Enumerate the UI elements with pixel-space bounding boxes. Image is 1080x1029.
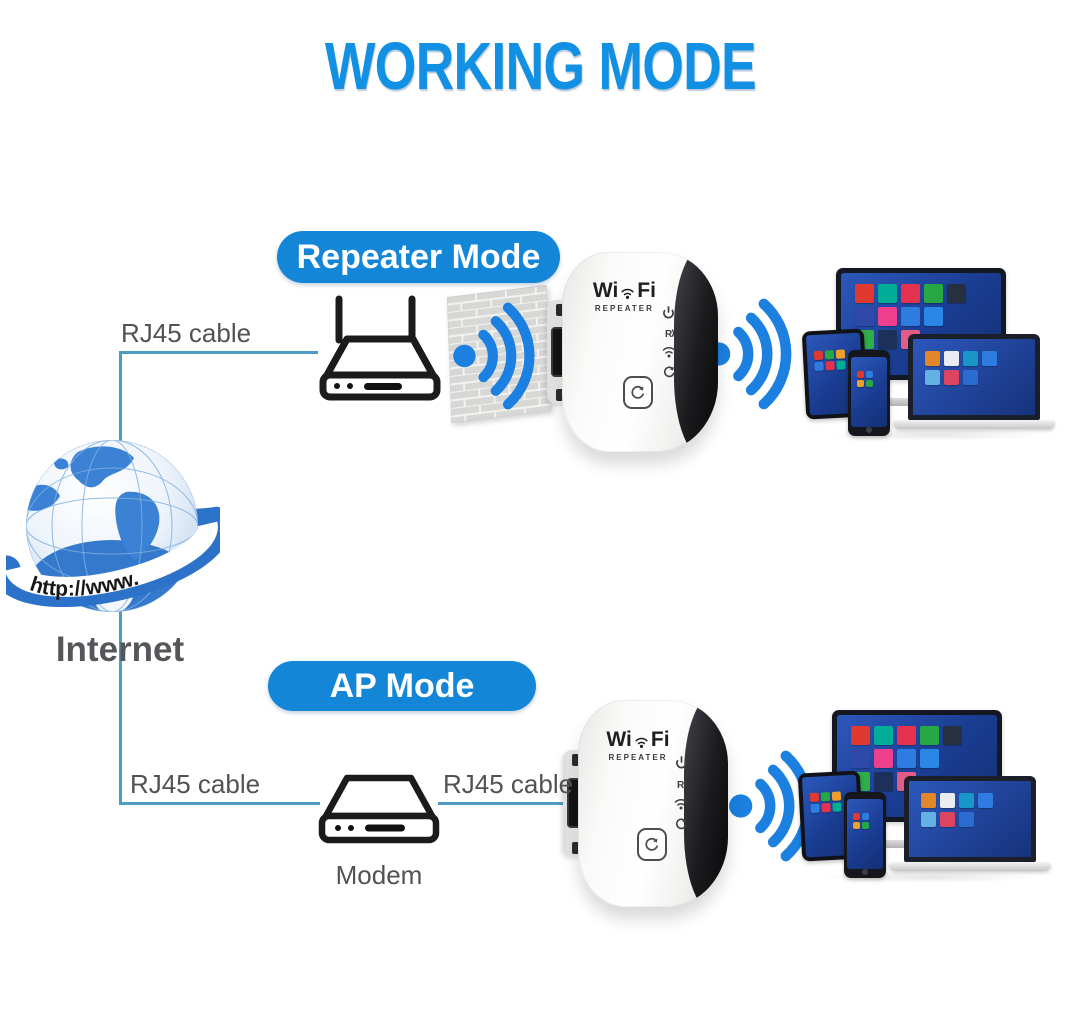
wps-icon bbox=[631, 385, 645, 399]
power-icon bbox=[675, 756, 687, 769]
phone-app-tiles bbox=[857, 371, 873, 389]
phone-home-button bbox=[862, 869, 868, 875]
phone-device bbox=[848, 350, 890, 436]
svg-text:R: R bbox=[677, 780, 685, 790]
brand-fi: Fi bbox=[650, 727, 670, 751]
device-subbrand: REPEATER bbox=[608, 752, 668, 762]
laptop-device bbox=[889, 776, 1051, 871]
side-slot bbox=[556, 304, 563, 317]
laptop-app-tiles bbox=[925, 351, 997, 389]
laptop-device bbox=[893, 334, 1055, 429]
wifi-led-icon bbox=[662, 347, 676, 358]
wifi-signal-icon-wall bbox=[453, 302, 535, 410]
device-brand: Wi Fi bbox=[593, 729, 683, 750]
client-devices-top bbox=[801, 258, 1064, 441]
page-title-wrap: WORKING MODE bbox=[0, 28, 1080, 105]
device-black-band bbox=[684, 700, 728, 907]
lan-led-icon bbox=[676, 818, 687, 830]
tablet-app-tiles bbox=[813, 349, 846, 373]
device-led-column: R bbox=[662, 306, 676, 378]
repeater-device-bottom: Wi Fi REPEATER bbox=[563, 700, 728, 907]
rj45-cable-label-bottom-right: RJ45 cable bbox=[443, 769, 574, 799]
wifi-logo-icon bbox=[621, 288, 634, 299]
laptop-base bbox=[893, 420, 1055, 429]
modem-label: Modem bbox=[335, 860, 423, 890]
cable-line-bottom-right bbox=[438, 802, 585, 805]
svg-text:R: R bbox=[665, 329, 673, 339]
laptop-screen bbox=[904, 776, 1036, 862]
side-slot bbox=[556, 388, 563, 401]
page-title: WORKING MODE bbox=[324, 29, 756, 104]
device-led-column: R bbox=[674, 756, 688, 831]
wps-icon bbox=[645, 838, 658, 851]
wifi-signal-icon-top bbox=[707, 298, 792, 410]
phone-screen bbox=[847, 799, 883, 869]
rj45-cable-label-bottom-left: RJ45 cable bbox=[130, 769, 261, 799]
laptop-base bbox=[889, 862, 1051, 871]
internet-label: Internet bbox=[55, 630, 185, 669]
phone-screen bbox=[851, 357, 887, 427]
rj45-cable-label-top: RJ45 cable bbox=[121, 318, 252, 348]
device-brand: Wi Fi bbox=[578, 280, 672, 301]
modem-icon bbox=[318, 774, 440, 844]
ap-mode-label: AP Mode bbox=[329, 666, 475, 705]
lan-led-icon bbox=[663, 366, 675, 378]
device-face: Wi Fi REPEATER bbox=[578, 280, 672, 313]
phone-home-button bbox=[866, 427, 872, 433]
client-devices-bottom bbox=[797, 700, 1060, 883]
ap-mode-badge: AP Mode bbox=[268, 661, 536, 711]
brand-wi: Wi bbox=[606, 727, 632, 751]
router-icon bbox=[319, 295, 441, 401]
cable-line-top bbox=[119, 351, 318, 354]
wps-button bbox=[636, 828, 667, 862]
repeater-led-icon: R bbox=[677, 780, 687, 790]
laptop-screen bbox=[908, 334, 1040, 420]
brand-wi: Wi bbox=[592, 279, 619, 302]
device-body: Wi Fi REPEATER bbox=[578, 700, 728, 907]
device-body: Wi Fi REPEATER bbox=[562, 252, 718, 452]
laptop-app-tiles bbox=[921, 793, 993, 831]
device-subbrand: REPEATER bbox=[594, 304, 654, 313]
repeater-device-top: Wi Fi REPEATER bbox=[547, 252, 718, 452]
wps-button bbox=[622, 376, 653, 409]
side-slot bbox=[572, 842, 579, 855]
tablet-app-tiles bbox=[809, 791, 842, 815]
repeater-led-icon: R bbox=[665, 329, 675, 339]
wifi-led-icon bbox=[674, 798, 688, 810]
brand-fi: Fi bbox=[637, 279, 656, 302]
wifi-logo-icon bbox=[635, 737, 648, 748]
device-face: Wi Fi REPEATER bbox=[593, 729, 683, 762]
cable-line-bottom-left bbox=[119, 802, 320, 805]
wifi-signal-icon-bottom bbox=[729, 750, 814, 862]
globe-icon: http://www. bbox=[6, 440, 220, 615]
side-slot bbox=[572, 753, 579, 766]
phone-device bbox=[844, 792, 886, 878]
device-black-band bbox=[674, 252, 718, 452]
repeater-mode-badge: Repeater Mode bbox=[277, 231, 560, 283]
power-icon bbox=[663, 306, 675, 319]
phone-app-tiles bbox=[853, 813, 869, 831]
repeater-mode-label: Repeater Mode bbox=[296, 237, 541, 276]
